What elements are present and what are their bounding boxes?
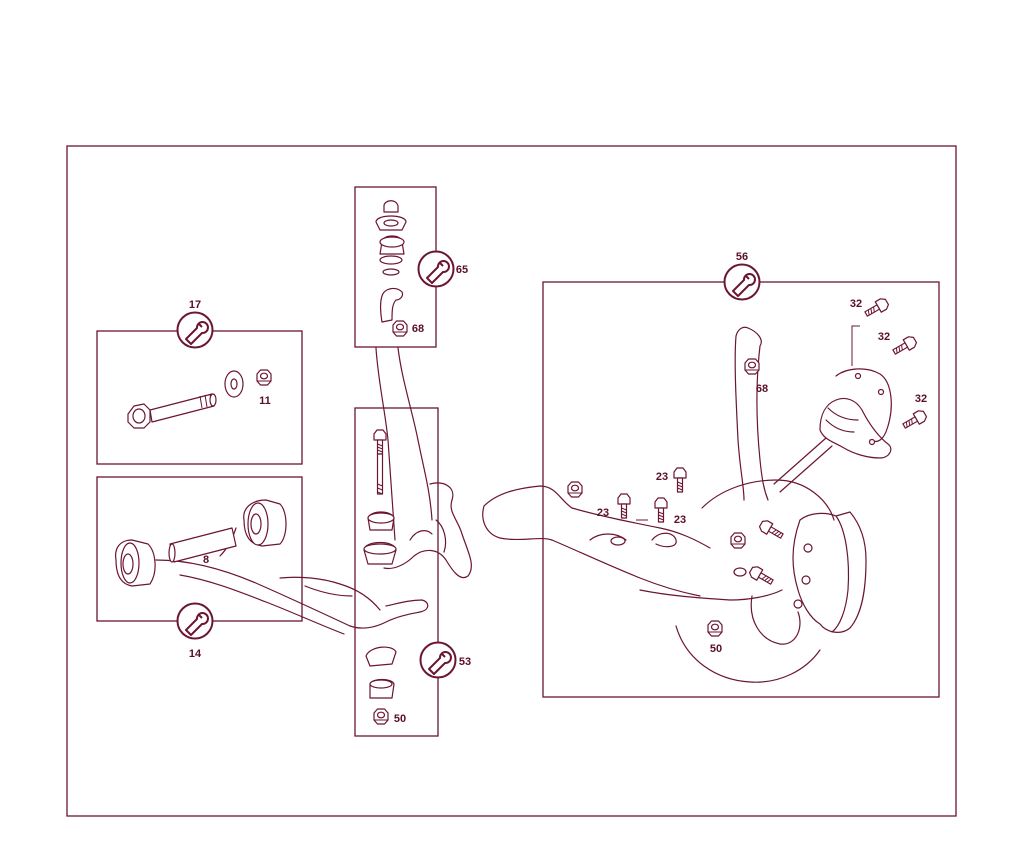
nut-subframe-part: [567, 481, 583, 498]
nut-68-knuckle-part: [744, 358, 760, 375]
callout-14: 14: [189, 648, 202, 660]
bushing-right-part: [243, 499, 287, 547]
wrench-icon: [419, 641, 457, 679]
bolt-caliper-a-part: [757, 518, 786, 542]
callout-23-a: 23: [656, 471, 668, 483]
nut-11-part: [256, 369, 272, 386]
strut-mount-parts: [375, 200, 407, 323]
bolt-32-c-part: [900, 408, 929, 432]
wrench-icon: [417, 250, 455, 288]
callout-50-box: 50: [394, 713, 406, 725]
nut-50-knuckle-part: [707, 620, 723, 637]
wrench-icon: [176, 311, 214, 349]
nut-68-box-part: [392, 320, 408, 337]
callout-11: 11: [259, 395, 271, 407]
ball-joint-parts: [363, 429, 397, 699]
callout-56: 56: [736, 251, 748, 263]
outer-frame: [66, 145, 957, 817]
bolt-23-c-part: [654, 497, 668, 523]
wrench-icon: [723, 263, 761, 301]
callout-32-c: 32: [915, 393, 927, 405]
callout-65: 65: [456, 264, 468, 276]
callout-17: 17: [189, 299, 201, 311]
bolt-32-a-part: [862, 296, 891, 320]
nut-50-box-part: [373, 708, 389, 725]
callout-32-a: 32: [850, 298, 862, 310]
eccentric-bolt-part: [127, 393, 217, 429]
callout-32-b: 32: [878, 331, 890, 343]
steering-knuckle-box: [542, 281, 940, 698]
washer-part: [224, 370, 244, 398]
callout-50-knuckle: 50: [710, 643, 722, 655]
callout-23-b: 23: [597, 507, 609, 519]
main-suspension-linework: [155, 325, 892, 683]
callout-23-c: 23: [674, 514, 686, 526]
bolt-caliper-b-part: [747, 564, 776, 588]
bolt-23-b-part: [617, 493, 631, 519]
ball-joint-box: [354, 407, 439, 737]
bushing-left-part: [115, 539, 156, 587]
nut-caliper-part: [730, 532, 746, 549]
callout-8: 8: [203, 554, 209, 566]
bolt-32-b-part: [890, 334, 919, 358]
pin-8-part: [168, 527, 237, 563]
callout-53: 53: [459, 656, 471, 668]
callout-68-strut: 68: [412, 323, 424, 335]
bolt-23-a-part: [673, 467, 687, 493]
callout-68-knuckle: 68: [756, 383, 768, 395]
wrench-icon: [176, 602, 214, 640]
